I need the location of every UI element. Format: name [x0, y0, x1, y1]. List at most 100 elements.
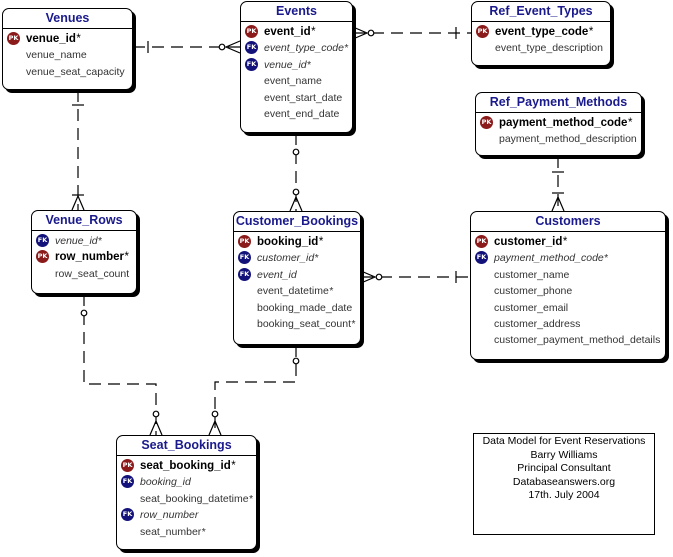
required-marker: * [343, 42, 349, 55]
rel-venue-rows-seat-bookings [80, 294, 163, 436]
attribute-row[interactable]: booking_seat_count* [234, 316, 360, 332]
primary-key-icon: PK [476, 25, 489, 38]
foreign-key-icon: FK [245, 57, 258, 71]
attribute-row[interactable]: event_datetime* [234, 283, 360, 299]
entity-title: Customer_Bookings [234, 212, 360, 232]
attribute-name: venue_seat_capacity [26, 65, 125, 78]
attribute-row[interactable]: venue_name [3, 47, 132, 63]
entity-title: Seat_Bookings [117, 436, 256, 456]
required-marker: * [201, 525, 206, 538]
attribute-row[interactable]: event_name [241, 73, 352, 89]
attribute-row[interactable]: seat_number* [117, 524, 256, 540]
foreign-key-icon: FK [475, 251, 488, 265]
attribute-row[interactable]: customer_address [471, 316, 665, 332]
attribute-row[interactable]: customer_name [471, 267, 665, 283]
primary-key-icon: PK [245, 25, 258, 38]
foreign-key-icon: FK [245, 41, 258, 55]
attribute-name: booking_id [257, 236, 319, 248]
attribute-name: event_datetime [257, 285, 329, 298]
attribute-name: booking_id [140, 476, 191, 489]
required-marker: * [230, 460, 236, 472]
required-marker: * [588, 26, 593, 38]
rel-customers-customer-bookings [360, 270, 470, 284]
rel-venues-events [133, 40, 241, 54]
attribute-row[interactable]: venue_seat_capacity [3, 64, 132, 80]
required-marker: * [97, 235, 102, 247]
entity-title: Events [241, 2, 352, 22]
entity-title: Customers [471, 212, 665, 232]
required-marker: * [124, 251, 129, 264]
entity-title: Ref_Payment_Methods [476, 93, 641, 113]
attribute-name: event_name [264, 75, 322, 88]
rel-venues-venue-rows [71, 90, 85, 211]
attribute-name: customer_email [494, 301, 569, 314]
note-role: Principal Consultant [517, 462, 611, 475]
attribute-row[interactable]: customer_phone [471, 283, 665, 299]
attribute-name: row_number [140, 509, 199, 522]
foreign-key-icon: FK [121, 475, 134, 489]
attribute-name: customer_payment_method_details [494, 334, 661, 347]
required-marker: * [75, 33, 81, 45]
note-title: Data Model for Event Reservations [482, 435, 646, 447]
attribute-row[interactable]: seat_booking_datetime* [117, 491, 256, 507]
attribute-name: row_seat_count [55, 267, 130, 280]
attribute-row[interactable]: customer_email [471, 300, 665, 316]
rel-event-types-events [352, 26, 471, 40]
attribute-name: payment_method_code [494, 252, 604, 265]
attribute-name: seat_number [140, 525, 202, 538]
attribute-name: venue_name [26, 49, 87, 62]
attribute-name: payment_method_description [499, 133, 637, 146]
attribute-row[interactable]: event_type_description [472, 40, 610, 56]
primary-key-icon: PK [475, 235, 488, 248]
attribute-name: venue_id [55, 235, 98, 247]
attribute-name: seat_booking_id [140, 460, 231, 472]
attribute-name: event_end_date [264, 107, 340, 120]
attribute-name: seat_booking_datetime [140, 492, 249, 505]
attribute-name: event_id [257, 268, 297, 281]
primary-key-icon: PK [36, 250, 49, 264]
note-website: Databaseanswers.org [512, 475, 616, 488]
attribute-name: event_start_date [264, 91, 343, 104]
attribute-row[interactable]: event_start_date [241, 90, 352, 106]
attribute-name: booking_made_date [257, 301, 353, 314]
attribute-row[interactable]: row_seat_count [32, 266, 136, 282]
attribute-row[interactable]: booking_made_date [234, 300, 360, 316]
attribute-name: venue_id [264, 58, 307, 71]
attribute-row[interactable]: event_end_date [241, 106, 352, 122]
attribute-row[interactable]: payment_method_description [476, 131, 641, 147]
attribute-row[interactable]: FK booking_id [117, 474, 256, 490]
rel-customer-bookings-seat-bookings [208, 345, 300, 436]
required-marker: * [351, 317, 356, 330]
attribute-row[interactable]: customer_payment_method_details [471, 332, 665, 348]
primary-key-icon: PK [7, 32, 20, 45]
